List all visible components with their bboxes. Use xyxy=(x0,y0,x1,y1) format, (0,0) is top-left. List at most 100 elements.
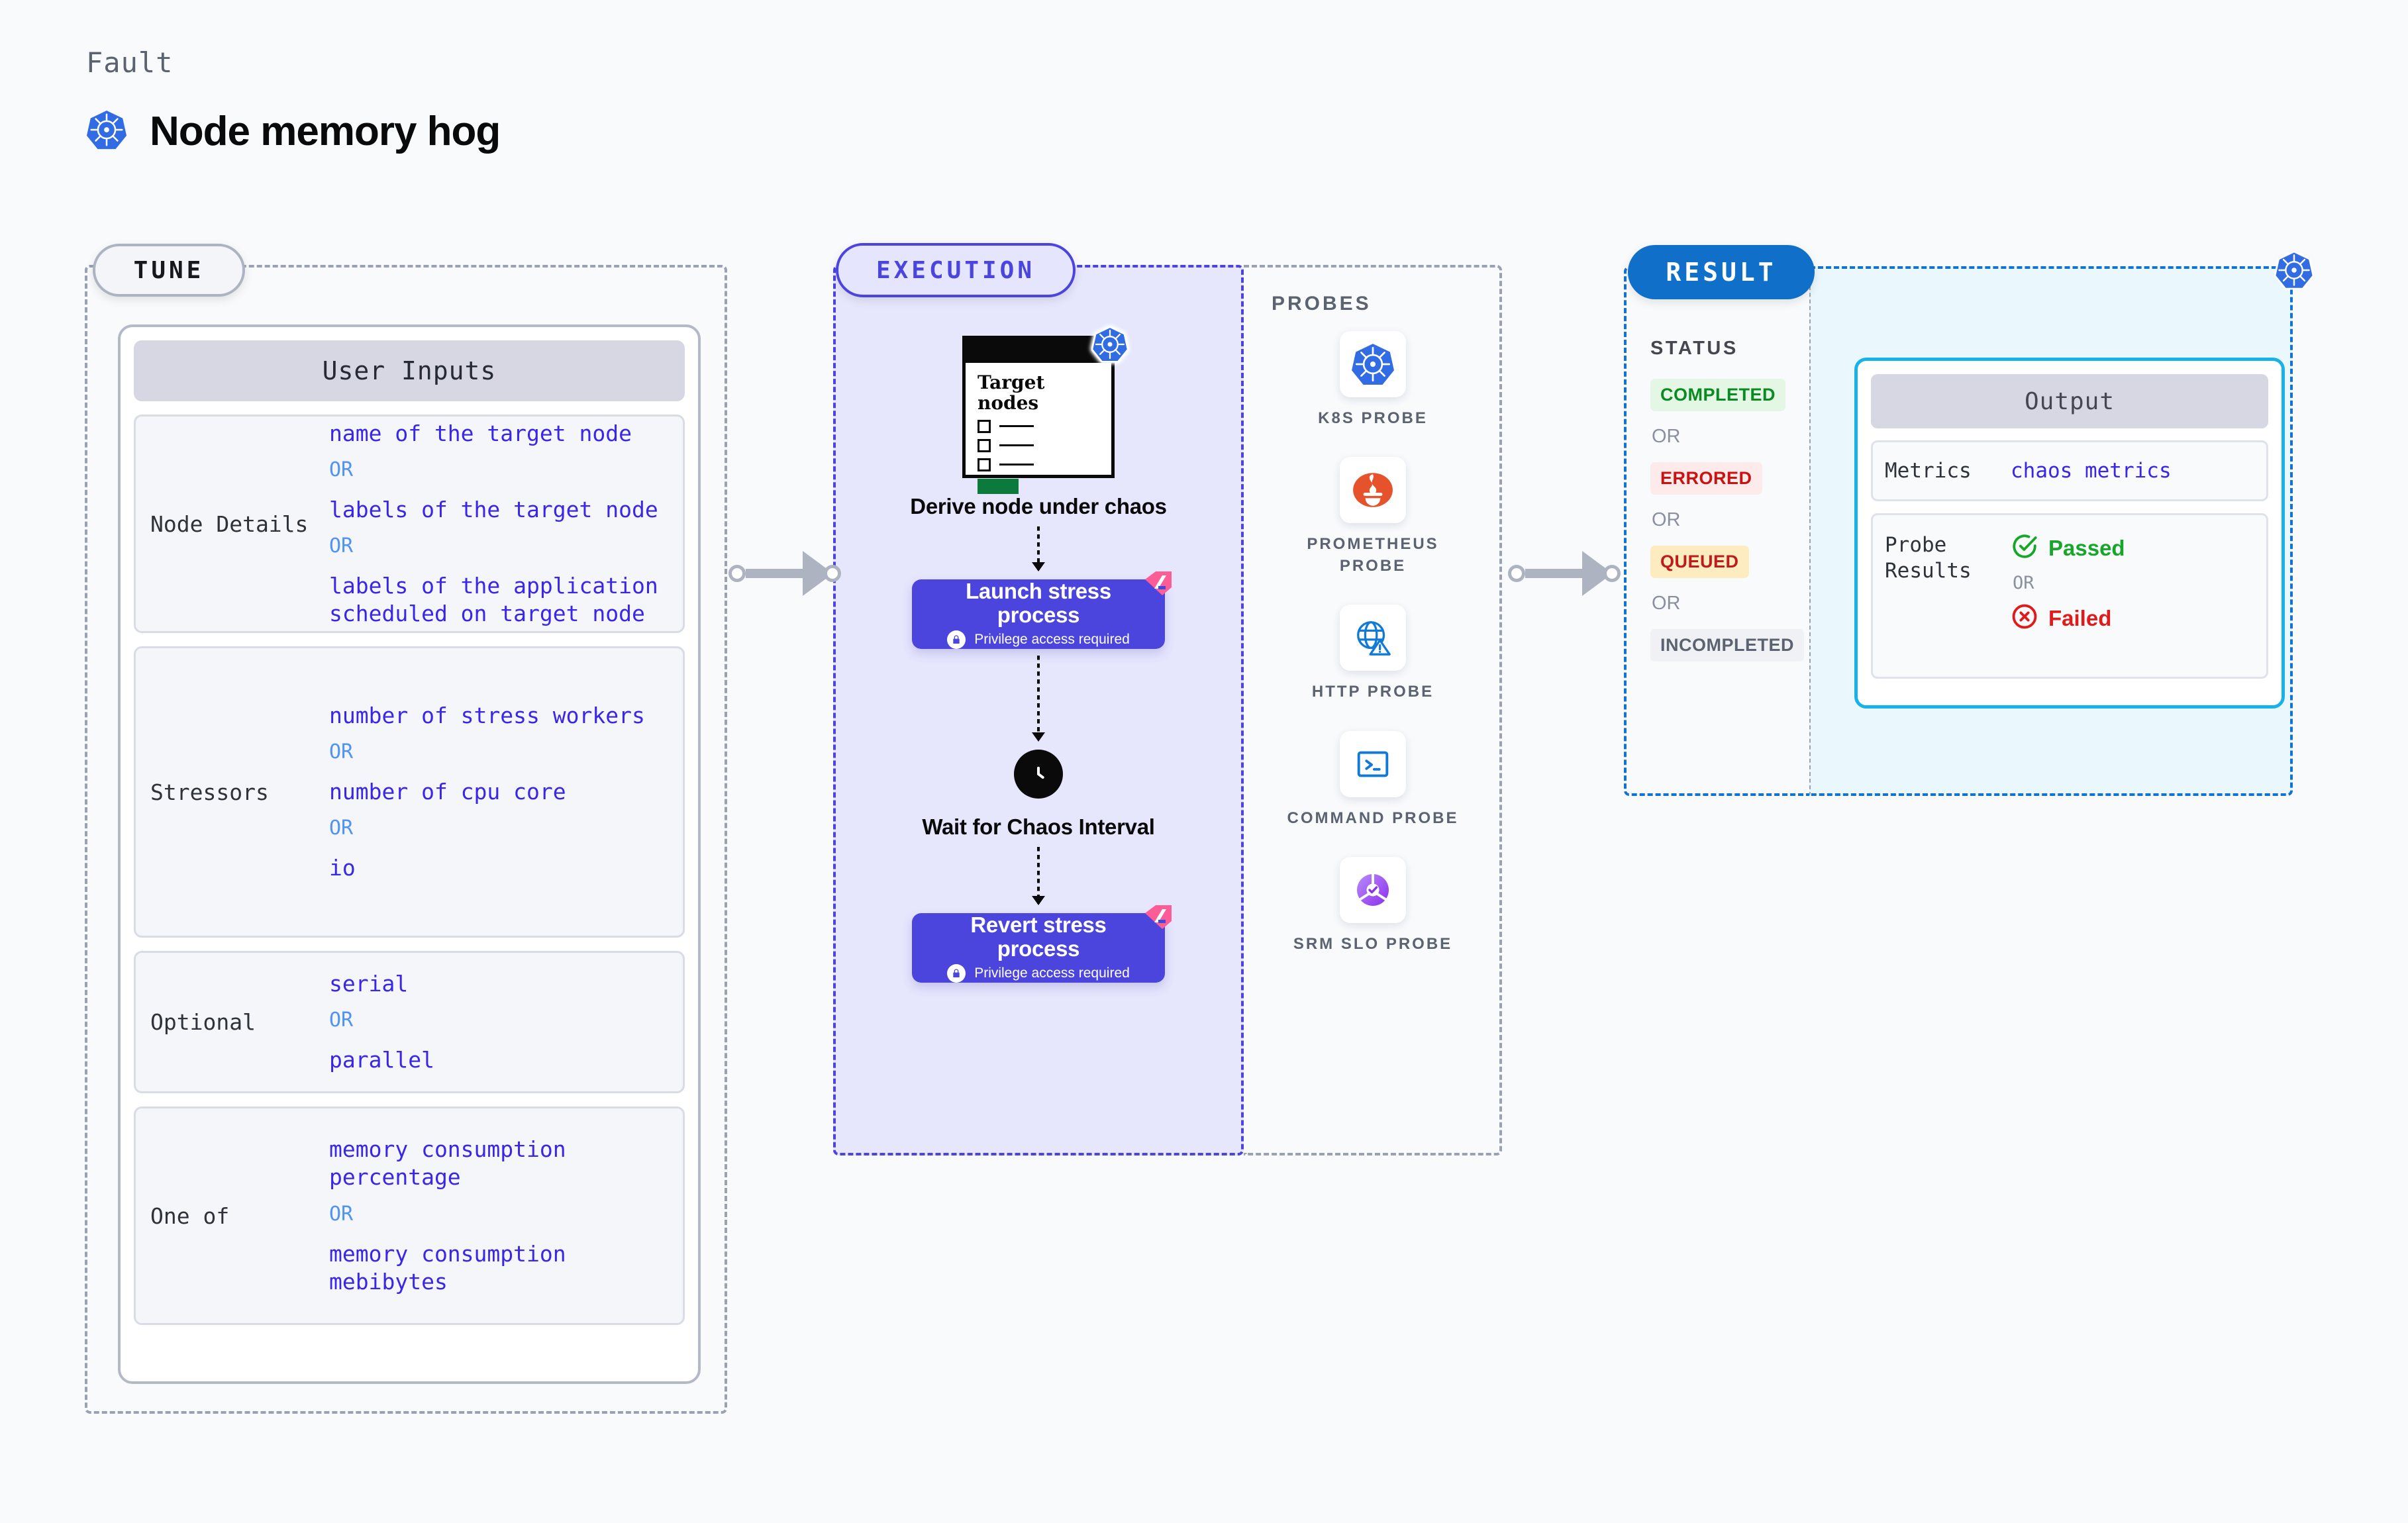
checkbox-icon xyxy=(978,438,991,452)
input-group-label: One of xyxy=(150,1203,230,1229)
input-group-stressors[interactable]: Stressors number of stress workers OR nu… xyxy=(134,646,685,938)
kubernetes-icon xyxy=(1091,326,1129,366)
probe-item-command[interactable]: COMMAND PROBE xyxy=(1274,730,1472,829)
checklist-row xyxy=(978,419,1111,433)
input-group-label: Optional xyxy=(150,1009,256,1035)
output-title: Output xyxy=(1871,374,2268,428)
section-pill-result[interactable]: RESULT xyxy=(1628,245,1815,299)
or-separator: OR xyxy=(329,1202,354,1226)
line-glyph xyxy=(999,464,1034,466)
step-title: Launch stress process xyxy=(966,579,1111,627)
kubernetes-icon xyxy=(86,109,127,154)
target-nodes-card: Target nodes xyxy=(962,326,1129,494)
input-value: labels of the application scheduled on t… xyxy=(329,573,658,627)
input-value: memory consumption mebibytes xyxy=(329,1240,566,1295)
or-separator: OR xyxy=(329,1008,354,1032)
section-pill-tune[interactable]: TUNE xyxy=(93,244,245,297)
input-value: memory consumption percentage xyxy=(329,1136,566,1191)
step-card-launch-stress[interactable]: Launch stress process Privilege access r… xyxy=(912,571,1172,649)
kubernetes-icon xyxy=(1340,331,1406,397)
or-separator: OR xyxy=(329,740,354,763)
x-circle-icon xyxy=(2011,603,2038,634)
connector-shaft xyxy=(746,569,804,578)
connector-node xyxy=(824,565,841,582)
step-subtitle: Privilege access required xyxy=(974,965,1130,981)
line-glyph xyxy=(999,425,1034,428)
input-value: parallel xyxy=(329,1047,434,1073)
tune-region xyxy=(85,265,727,1414)
connector-node xyxy=(1508,565,1525,582)
output-row-value: chaos metrics xyxy=(2011,459,2172,483)
probe-label: COMMAND PROBE xyxy=(1287,809,1459,827)
probe-result-label: Failed xyxy=(2048,605,2112,630)
connector-execution-to-result xyxy=(1508,551,1621,596)
input-group-label: Node Details xyxy=(150,511,309,537)
input-value: serial xyxy=(329,970,409,997)
srm-slo-icon xyxy=(1340,856,1406,923)
step-caption-derive-node: Derive node under chaos xyxy=(910,494,1167,518)
status-region xyxy=(1624,266,1809,796)
input-value: io xyxy=(329,855,356,881)
probe-label: PROMETHEUS PROBE xyxy=(1307,535,1439,575)
probe-label: K8S PROBE xyxy=(1318,409,1428,427)
probe-item-prometheus[interactable]: PROMETHEUS PROBE xyxy=(1274,457,1472,577)
output-row-metrics[interactable]: Metrics chaos metrics xyxy=(1871,440,2268,501)
input-value: labels of the target node xyxy=(329,496,658,522)
page-header: Fault Node memory hog xyxy=(86,46,501,155)
lock-icon xyxy=(947,963,966,983)
probe-item-srm-slo[interactable]: SRM SLO PROBE xyxy=(1274,856,1472,955)
status-badge-incompleted: INCOMPLETED xyxy=(1650,629,1805,662)
card-titlebar xyxy=(966,339,1111,363)
or-separator: OR xyxy=(329,816,354,840)
connector-shaft xyxy=(1525,569,1583,578)
section-pill-execution[interactable]: EXECUTION xyxy=(836,243,1076,297)
checklist-row xyxy=(978,458,1111,471)
or-separator: OR xyxy=(1652,426,1681,447)
or-separator: OR xyxy=(1652,593,1681,614)
status-title: STATUS xyxy=(1650,338,1738,359)
status-badge-errored: ERRORED xyxy=(1650,462,1762,495)
input-group-optional[interactable]: Optional serial OR parallel xyxy=(134,951,685,1093)
output-row-probe-results[interactable]: Probe Results Passed OR Failed xyxy=(1871,513,2268,679)
line-glyph xyxy=(999,444,1034,447)
probe-result-label: Passed xyxy=(2048,535,2125,560)
or-separator: OR xyxy=(1652,509,1681,530)
input-group-one-of[interactable]: One of memory consumption percentage OR … xyxy=(134,1106,685,1325)
probe-result-failed: Failed xyxy=(2011,603,2125,634)
or-separator: OR xyxy=(2013,573,2034,593)
probe-item-http[interactable]: HTTP PROBE xyxy=(1274,605,1472,703)
step-subtitle: Privilege access required xyxy=(974,631,1130,647)
step-card-revert-stress[interactable]: Revert stress process Privilege access r… xyxy=(912,905,1172,983)
input-group-node-details[interactable]: Node Details name of the target node OR … xyxy=(134,415,685,633)
probes-region xyxy=(1244,265,1502,1155)
probe-label: HTTP PROBE xyxy=(1311,683,1434,701)
globe-warning-icon xyxy=(1340,605,1406,671)
checkbox-icon xyxy=(978,458,991,471)
or-separator: OR xyxy=(329,534,354,558)
flow-arrow xyxy=(1032,526,1045,571)
chaos-ribbon-icon xyxy=(1142,570,1173,600)
input-value: number of stress workers xyxy=(329,702,645,728)
probe-label: SRM SLO PROBE xyxy=(1293,934,1453,953)
checklist-row xyxy=(978,438,1111,452)
status-list: COMPLETED OR ERRORED OR QUEUED OR INCOMP… xyxy=(1650,379,1809,662)
flow-arrow xyxy=(1032,846,1045,905)
output-row-label: Metrics xyxy=(1885,458,1972,483)
input-group-label: Stressors xyxy=(150,779,269,805)
probes-title: PROBES xyxy=(1272,293,1372,315)
probe-item-k8s[interactable]: K8S PROBE xyxy=(1274,331,1472,429)
clock-icon xyxy=(1014,749,1063,799)
checkbox-icon xyxy=(978,419,991,433)
status-badge-completed: COMPLETED xyxy=(1650,379,1786,411)
prometheus-icon xyxy=(1340,457,1406,524)
lock-icon xyxy=(947,630,966,649)
step-caption-wait-interval: Wait for Chaos Interval xyxy=(922,814,1155,839)
kubernetes-icon xyxy=(2274,250,2315,293)
connector-node xyxy=(1603,565,1621,582)
probes-list: K8S PROBE PROMETHEUS PROBE HTTP PROBE CO… xyxy=(1244,331,1502,955)
flow-arrow xyxy=(1032,655,1045,742)
execution-flow: Target nodes Derive node under chaos Lau… xyxy=(833,291,1244,983)
terminal-icon xyxy=(1340,730,1406,797)
status-badge-queued: QUEUED xyxy=(1650,546,1749,578)
input-value: name of the target node xyxy=(329,420,632,446)
